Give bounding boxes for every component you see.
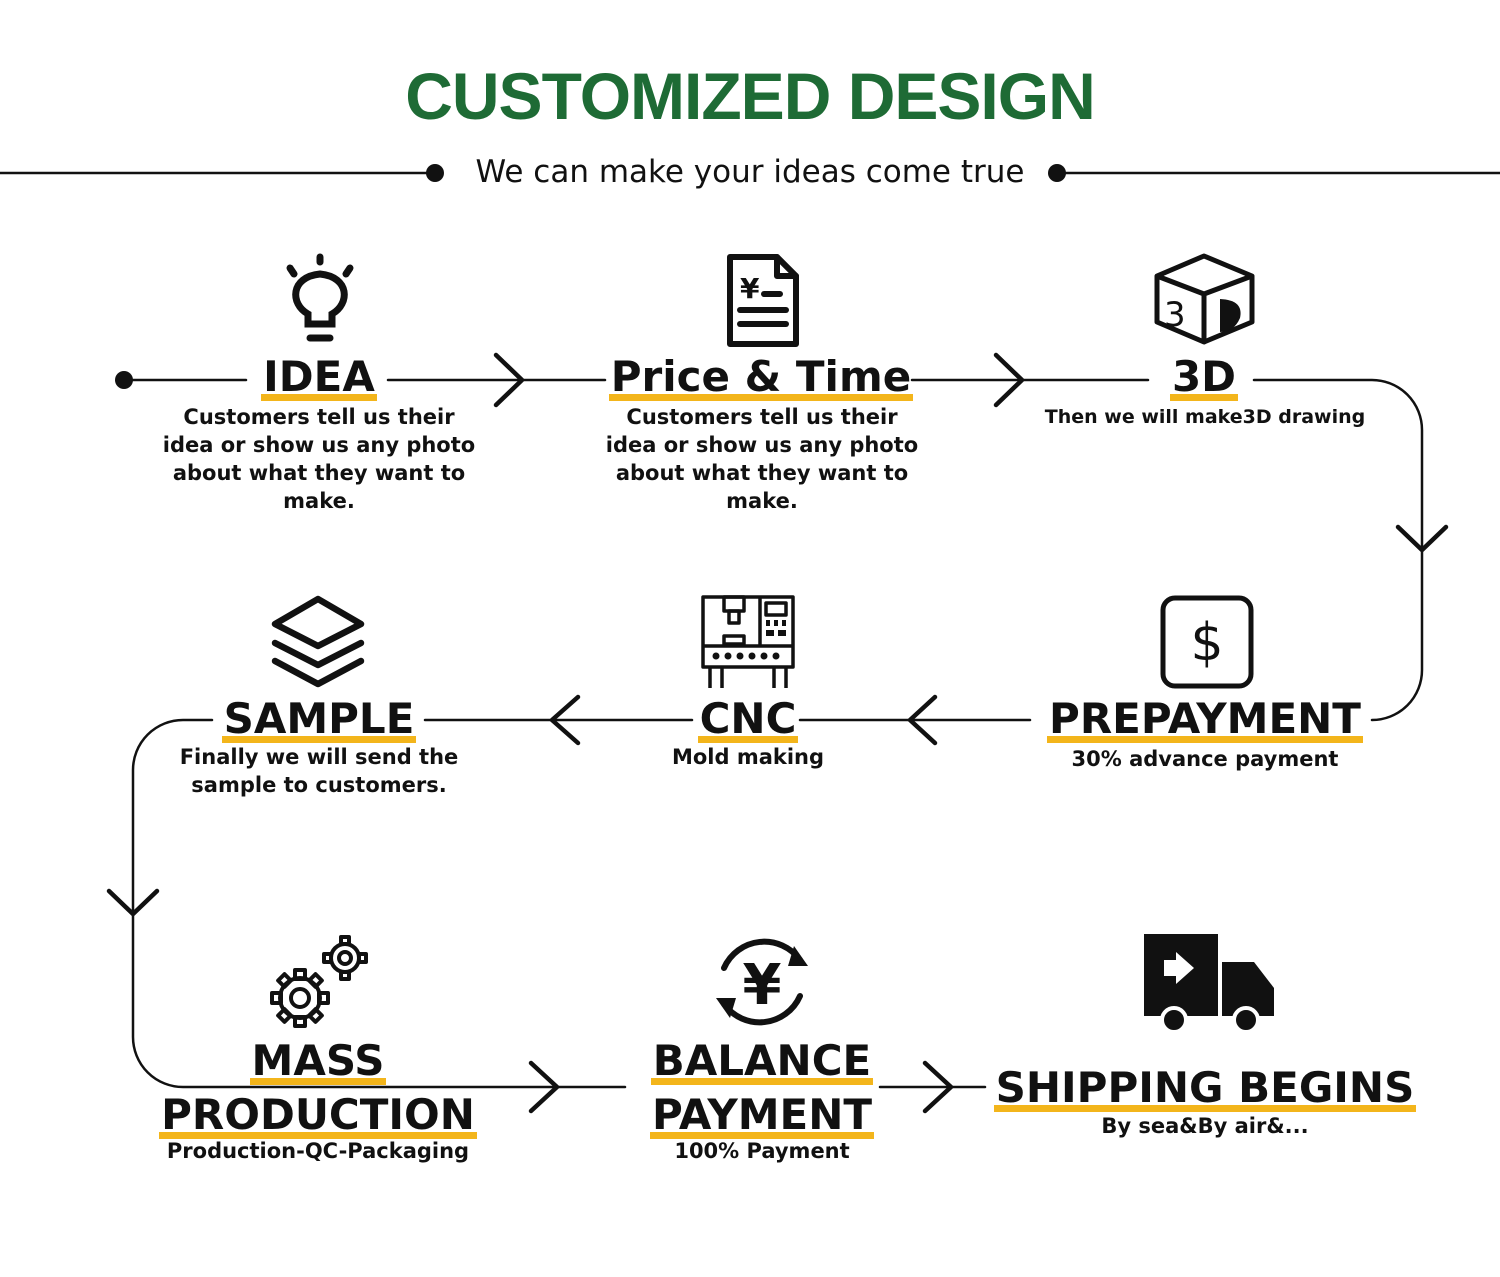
arrow-right-icon: [993, 352, 1025, 408]
step-desc-cnc: Mold making: [671, 745, 825, 769]
step-desc-prepayment: 30% advance payment: [1071, 747, 1339, 771]
connector-curve-right: [1252, 378, 1424, 722]
gears-icon: [270, 935, 368, 1028]
step-desc-shipping: By sea&By air&...: [1101, 1114, 1309, 1138]
arrow-left-icon: [907, 694, 938, 746]
step-title-sample: SAMPLE: [221, 694, 417, 743]
step-title-price-time: Price & Time: [608, 352, 914, 401]
step-desc-3d: Then we will make3D drawing: [1044, 406, 1366, 428]
arrow-down-icon: [106, 888, 160, 917]
step-title-cnc: CNC: [697, 694, 799, 743]
invoice-icon: ¥: [727, 254, 799, 347]
start-dot-icon: [115, 371, 133, 389]
delivery-truck-icon: [1144, 934, 1274, 1034]
step-title-idea: IDEA: [261, 352, 377, 401]
yen-glyph: ¥: [740, 272, 760, 305]
step-desc-idea: Customers tell us their idea or show us …: [162, 405, 476, 513]
yen-glyph: ¥: [743, 953, 782, 1018]
yen-cycle-icon: ¥: [716, 938, 808, 1026]
arrow-down-icon: [1395, 524, 1449, 553]
arrow-right-icon: [528, 1060, 560, 1114]
cnc-machine-icon: [701, 595, 795, 688]
step-desc-price-time: Customers tell us their idea or show us …: [605, 405, 919, 513]
3d-cube-icon: 3: [1154, 253, 1255, 345]
step-title-shipping: SHIPPING BEGINS: [993, 1063, 1417, 1112]
arrow-right-icon: [493, 352, 525, 408]
header-dot-icon: [426, 164, 444, 182]
layers-icon: [271, 595, 365, 688]
step-desc-sample: Finally we will send the sample to custo…: [179, 745, 459, 797]
arrow-right-icon: [922, 1060, 954, 1114]
lightbulb-icon: [286, 253, 354, 342]
digit-3-glyph: 3: [1164, 295, 1186, 335]
dollar-glyph: $: [1190, 613, 1223, 673]
step-desc-balance-payment: 100% Payment: [674, 1139, 850, 1163]
page-title: CUSTOMIZED DESIGN: [405, 59, 1096, 133]
step-desc-mass-production: Production-QC-Packaging: [166, 1139, 470, 1163]
connector-curve-left: [131, 718, 627, 1089]
header-dot-icon: [1048, 164, 1066, 182]
step-title-3d: 3D: [1169, 352, 1239, 401]
dollar-icon: $: [1160, 595, 1254, 689]
step-title-prepayment: PREPAYMENT: [1047, 694, 1363, 743]
arrow-left-icon: [549, 694, 581, 746]
page-subtitle: We can make your ideas come true: [475, 154, 1025, 190]
